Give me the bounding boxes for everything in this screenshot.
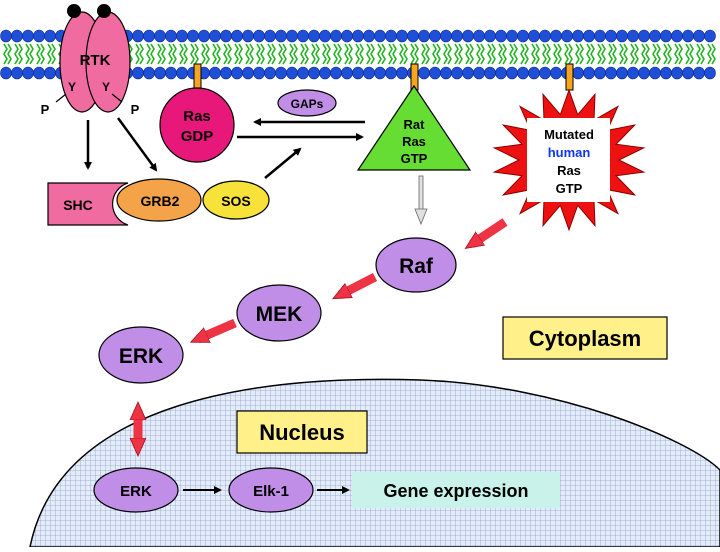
arrow-sos-to-exchange [264,147,302,179]
erk-cytoplasm-label: ERK [119,345,163,368]
gaps-label: GAPs [291,97,324,111]
erk-nucleus-label: ERK [120,483,152,500]
phosphate-left: P [41,102,50,117]
mutated-line4: GTP [556,181,583,196]
gene-expression-label: Gene expression [383,481,528,501]
erk-nucleus: ERK [93,467,179,513]
arrow-raf-to-mek [340,272,378,295]
rtk-receptor: RTK Y Y P P [41,4,140,117]
ras-gdp-line1: Ras [183,108,211,125]
ligand-dot [97,4,111,18]
ras-gdp-line2: GDP [181,128,214,145]
sos-label: SOS [221,193,251,209]
shc-label: SHC [63,197,93,213]
gene-expression: Gene expression [352,472,560,508]
elk1-label: Elk-1 [253,483,289,500]
nucleus [29,378,720,548]
rat-ras-gtp-line1: Rat [404,117,426,132]
raf: Raf [375,237,457,293]
cytoplasm-label: Cytoplasm [502,316,668,360]
mutated-line1: Mutated [544,127,594,142]
arrow-mek-to-erk [198,318,237,344]
rat-ras-gtp-line3: GTP [401,151,428,166]
raf-label: Raf [399,255,434,278]
grb2: GRB2 [116,178,202,222]
mek-label: MEK [256,303,303,326]
rtk-tyrosine-right: Y [102,80,110,94]
rat-ras-gtp: Rat Ras GTP [356,84,472,171]
gaps: GAPs [277,89,337,117]
nucleus-label: Nucleus [236,410,368,454]
cytoplasm-text: Cytoplasm [529,326,641,351]
ras-gdp: Ras GDP [159,87,235,163]
elk-1: Elk-1 [228,467,314,513]
mutated-line3: Ras [557,163,581,178]
mutated-ras-anchor [565,63,574,91]
arrow-mutated-to-raf [472,218,508,244]
ligand-dot [67,4,81,18]
rtk-label: RTK [80,52,111,69]
rtk-tyrosine-left: Y [68,80,76,94]
arrow-rtk-to-grb2 [116,117,158,172]
sos: SOS [202,180,270,220]
mutated-human-ras-gtp: Mutated human Ras GTP [492,88,646,232]
shc: SHC [47,182,129,226]
grb2-label: GRB2 [141,193,180,209]
mek: MEK [236,284,322,342]
rat-ras-gtp-line2: Ras [402,134,426,149]
arrow-ras-to-raf [414,175,428,226]
ras-gdp-anchor [193,63,202,91]
nucleus-text: Nucleus [259,420,345,445]
erk-cytoplasm: ERK [98,326,184,384]
phosphate-right: P [131,102,140,117]
mutated-line2: human [548,145,591,160]
